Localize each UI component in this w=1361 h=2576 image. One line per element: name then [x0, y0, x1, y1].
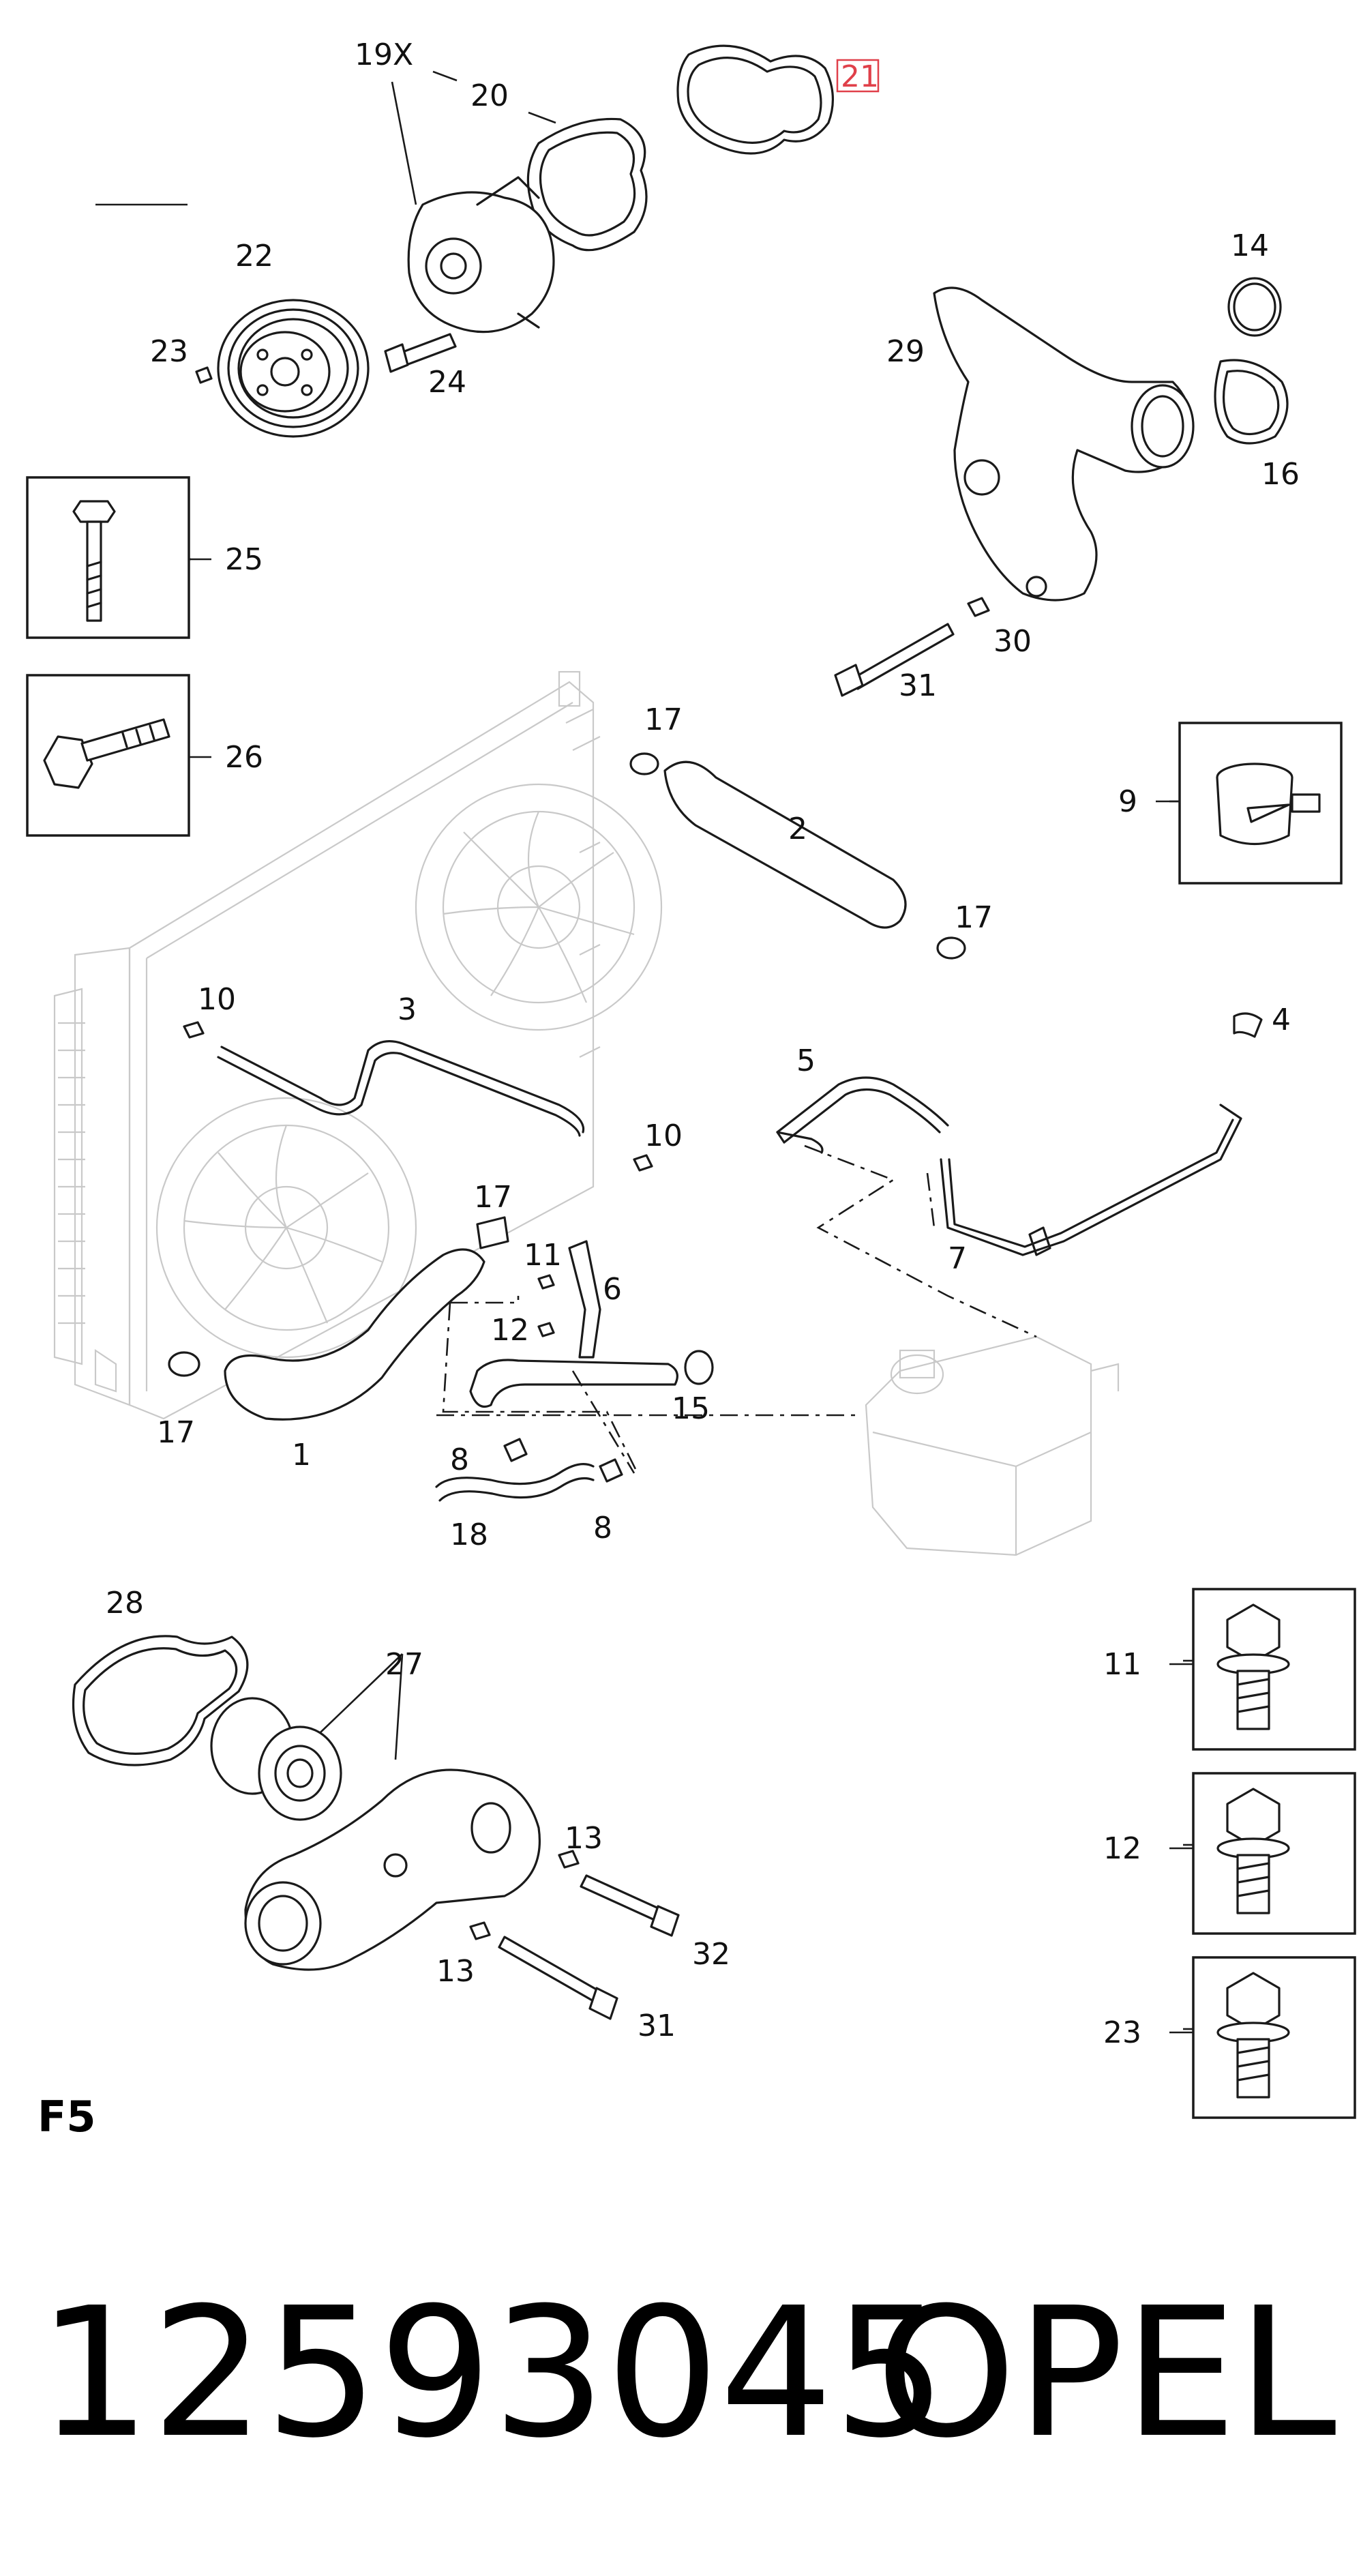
- callout-7: 7: [948, 1241, 967, 1276]
- brand-name: OPEL: [876, 2269, 1337, 2477]
- highlight-box-21: [836, 59, 880, 93]
- callout-21: 21: [841, 59, 879, 94]
- callout-17-a: 17: [644, 702, 683, 737]
- detail-box-25: 25: [26, 476, 263, 639]
- detail-box-12: 12: [1103, 1772, 1356, 1935]
- detail-box-11: 11: [1103, 1588, 1356, 1751]
- callout-24: 24: [428, 365, 466, 400]
- expansion-tank: [865, 1335, 1120, 1556]
- callout-12-box: 12: [1103, 1831, 1141, 1866]
- callout-11-box: 11: [1103, 1647, 1141, 1682]
- detail-box-26: 26: [26, 674, 263, 837]
- water-pump-group: [195, 44, 834, 438]
- thermostat-group: [72, 1635, 680, 2020]
- callout-3: 3: [398, 992, 417, 1027]
- callout-20: 20: [470, 78, 509, 113]
- callout-labels: 19X 20 21 22 23 24 14 29 16 30 31 17 2 1…: [106, 38, 1300, 2043]
- callout-17-d: 17: [157, 1415, 195, 1450]
- callout-8-b: 8: [593, 1511, 612, 1545]
- callout-10-b: 10: [644, 1119, 683, 1153]
- callout-12-diagram: 12: [491, 1313, 529, 1348]
- callout-13-a: 13: [565, 1821, 603, 1856]
- detail-box-9: 9: [1118, 722, 1343, 885]
- part-number: 12593045: [38, 2269, 947, 2477]
- callout-11-diagram: 11: [524, 1238, 562, 1273]
- callout-1: 1: [292, 1438, 311, 1472]
- sheet-code: F5: [38, 2092, 96, 2142]
- outlet-housing-group: [834, 277, 1289, 697]
- callout-23-top: 23: [150, 334, 188, 369]
- callout-16: 16: [1261, 457, 1300, 492]
- callout-17-c: 17: [474, 1180, 512, 1215]
- callout-26: 26: [225, 740, 263, 775]
- callout-13-b: 13: [436, 1954, 475, 1989]
- detail-box-23: 23: [1103, 1956, 1356, 2119]
- callout-31-top: 31: [899, 668, 937, 703]
- callout-27: 27: [385, 1647, 423, 1682]
- callout-23-box: 23: [1103, 2015, 1141, 2050]
- callout-6: 6: [603, 1272, 622, 1307]
- callout-4: 4: [1272, 1003, 1291, 1037]
- radiator-fan-assembly: [53, 670, 663, 1420]
- callout-28: 28: [106, 1586, 144, 1620]
- callout-17-b: 17: [955, 900, 993, 935]
- callout-30: 30: [993, 624, 1032, 659]
- callout-29: 29: [886, 334, 925, 369]
- callout-31-bottom: 31: [638, 2009, 676, 2043]
- hoses-group: [168, 752, 1263, 1502]
- callout-14: 14: [1231, 228, 1269, 263]
- callout-32: 32: [692, 1937, 730, 1972]
- callout-18: 18: [450, 1518, 488, 1552]
- callout-2: 2: [788, 812, 807, 846]
- callout-10-a: 10: [198, 982, 236, 1017]
- callout-15: 15: [672, 1391, 710, 1426]
- callout-8-a: 8: [450, 1442, 469, 1477]
- callout-25: 25: [225, 542, 263, 577]
- callout-22: 22: [235, 239, 273, 273]
- callout-19x: 19X: [355, 38, 413, 72]
- callout-5: 5: [796, 1043, 816, 1078]
- callout-9: 9: [1118, 784, 1137, 819]
